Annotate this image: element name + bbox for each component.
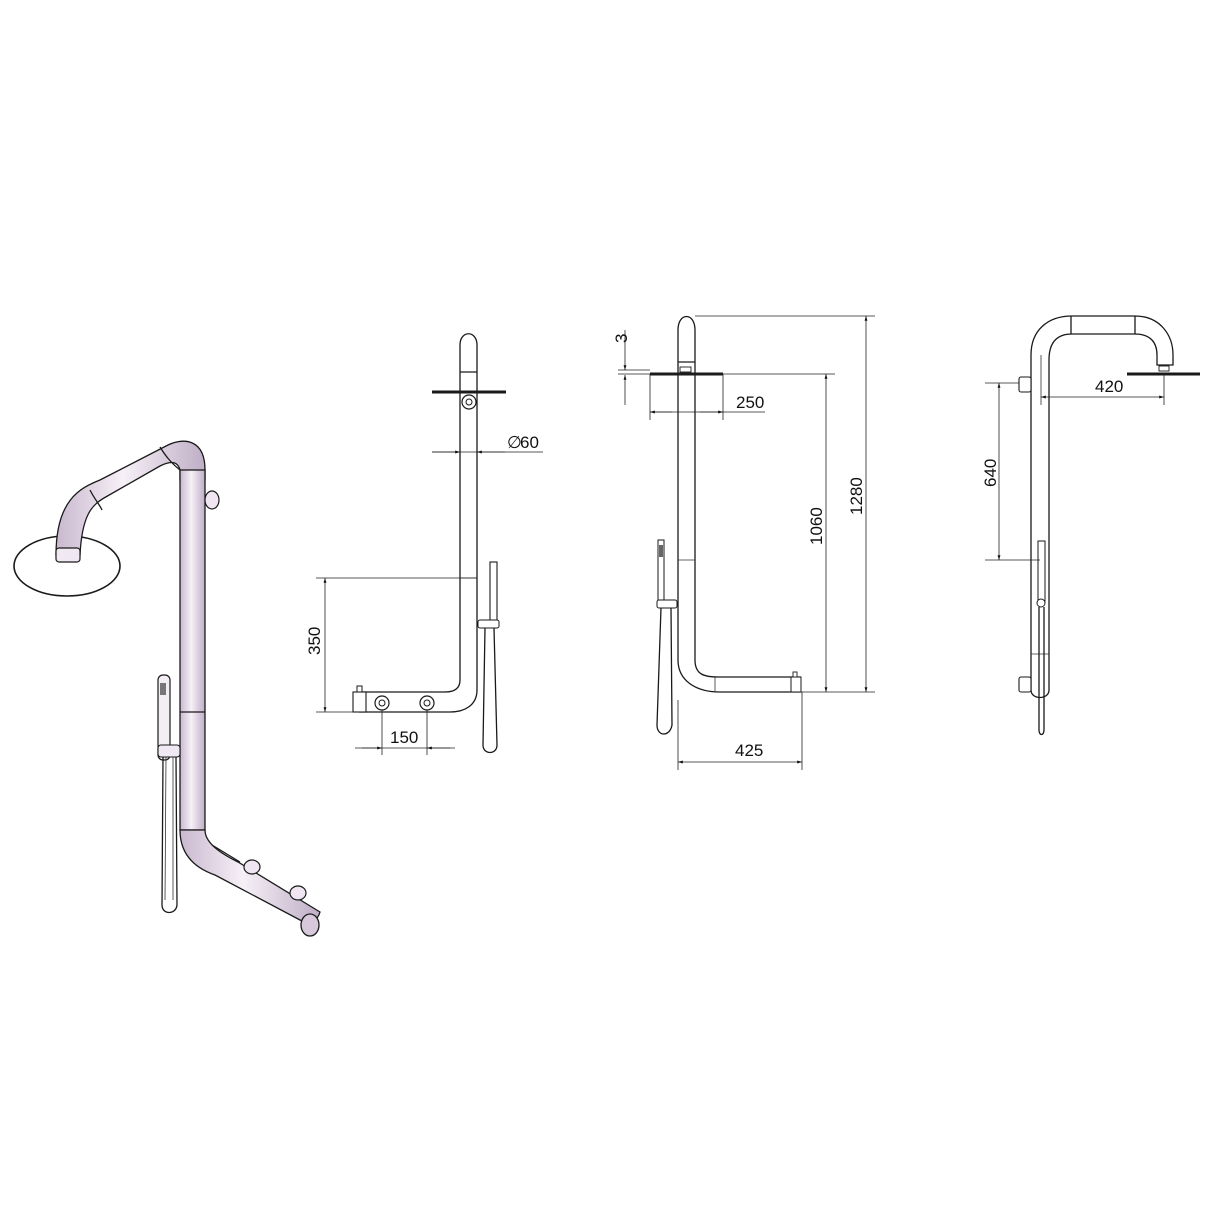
main-riser-pipe [179,469,206,831]
shower-hose [161,756,178,914]
wall-bracket-top [204,490,220,510]
dim-diameter-symbol: ∅ [507,433,522,452]
front-view: ∅ 60 350 150 [305,333,543,755]
side-view: 3 250 1060 1280 425 [612,315,875,770]
dim-reach-420: 420 [1095,377,1123,396]
hand-shower-holder [157,744,181,758]
thermostatic-bar [179,829,321,923]
rear-hand-shower [1037,540,1046,602]
dim-height-350: 350 [305,627,324,655]
dim-diameter-60: 60 [520,433,539,452]
front-hand-shower [489,561,498,623]
side-riser-pipe [677,315,801,693]
dim-depth-425: 425 [735,741,763,760]
thermostat-end-cap [300,913,320,937]
dim-head-250: 250 [736,393,764,412]
dim-height-1060: 1060 [807,507,826,545]
dim-height-640: 640 [981,459,1000,487]
rear-view: 640 420 [981,315,1200,736]
valve-knob-1 [243,859,261,875]
hand-shower [157,674,171,761]
rear-wall-bracket-bottom [1018,676,1032,693]
valve-knob-2 [289,885,307,901]
isometric-view [13,440,321,937]
front-riser-pipe [359,333,478,713]
dim-thickness-3: 3 [612,334,631,343]
rear-riser-pipe [1030,315,1174,699]
dim-spacing-150: 150 [390,728,418,747]
dim-height-1280: 1280 [847,477,866,515]
rear-wall-bracket-top [1018,376,1032,393]
